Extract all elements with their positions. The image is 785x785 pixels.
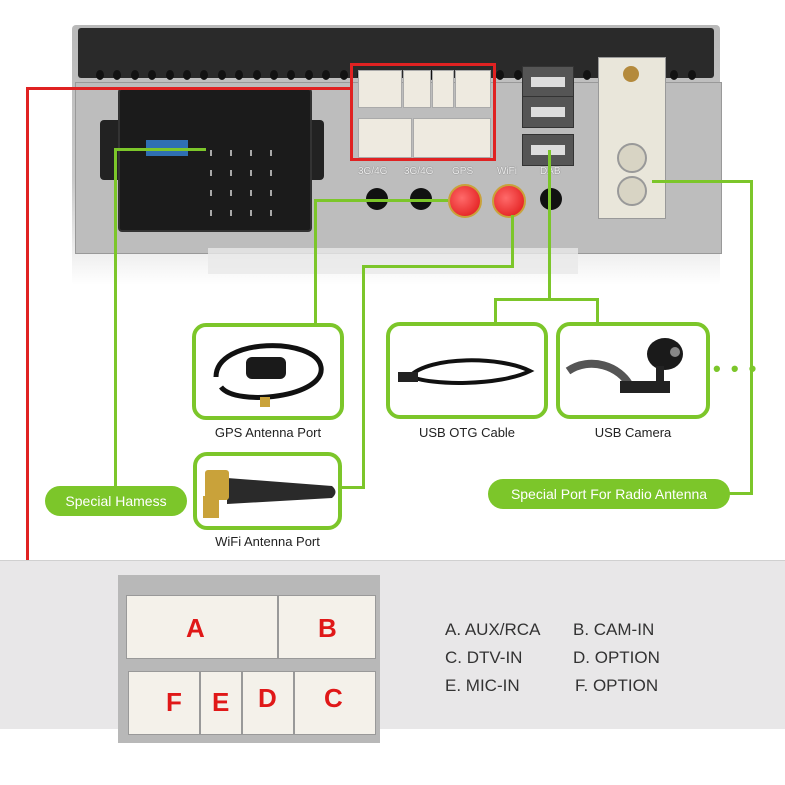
gps-antenna-image [213,343,324,407]
slot-letter-f: F [166,687,182,717]
pin-connector [413,118,491,158]
slot-letter-c: C [324,683,343,713]
usb-otg-card [386,322,548,419]
slot-b [278,595,376,659]
radio-line-v [750,180,753,495]
usb-otg-caption: USB OTG Cable [418,425,516,440]
slot-c [294,671,376,735]
iso-harness-connector [118,88,312,232]
pin-connector [358,118,412,158]
slot-letter-e: E [212,687,230,717]
usb-camera-image [565,338,683,393]
usb-camera-caption: USB Camera [594,425,672,440]
device-sticker [208,248,578,274]
pin-connector [432,70,454,108]
usb-line-otg [494,298,497,324]
slot-d [242,671,294,735]
radio-line-end [728,492,753,495]
legend-f: F. OPTION [575,676,659,695]
pin-connector [455,70,491,108]
wifi-line-h1 [362,265,514,268]
legend-e: E. MIC-IN [445,676,520,695]
radio-antenna-connector [598,57,666,219]
wifi-line-v1 [511,215,514,267]
slot-f [128,671,200,735]
port-label-3g4g-1: 3G/4G [358,166,388,177]
usb-line-v [548,150,551,300]
red-line-top [26,87,352,90]
connector-detail-photo: A B F E D C [118,575,380,743]
wifi-antenna-caption: WiFi Antenna Port [215,534,320,549]
port-label-gps: GPS [452,166,474,177]
legend-a: A. AUX/RCA [445,620,541,639]
harness-line-h [114,148,206,151]
wifi-line-v2 [362,265,365,489]
radio-antenna-port-label: Special Port For Radio Antenna [488,479,730,509]
gps-line-h [314,199,448,202]
usb-camera-card [556,322,710,419]
special-harness-label: Special Hamess [45,486,187,516]
gps-sma-port [448,184,482,218]
more-accessories-ellipsis: • • • [713,356,759,381]
dab-port [540,188,562,210]
harness-line-v [114,148,117,486]
pin-connector [358,70,402,108]
wifi-sma-port [492,184,526,218]
slot-letter-b: B [318,613,337,643]
slot-letter-d: D [258,683,277,713]
slot-letter-a: A [186,613,205,643]
slot-a [126,595,278,659]
port-label-wifi: WiFi [497,166,517,177]
port-label-3g4g-2: 3G/4G [404,166,434,177]
wifi-line-h2 [340,486,365,489]
wifi-antenna-card [193,452,342,530]
wifi-antenna-image [203,470,336,518]
legend-c: C. DTV-IN [445,648,523,667]
slot-e [200,671,242,735]
legend-b: B. CAM-IN [573,620,655,639]
pin-connector [403,70,431,108]
gps-antenna-card [192,323,344,420]
usb-line-camera [596,298,599,324]
red-line-vertical [26,87,29,621]
usb-otg-cable-image [398,358,535,385]
legend-d: D. OPTION [573,648,660,667]
radio-line-h [652,180,753,183]
usb-line-h [494,298,598,301]
gps-line-v [314,199,317,325]
gps-antenna-caption: GPS Antenna Port [214,425,322,440]
aux-connector-highlight [350,63,496,161]
